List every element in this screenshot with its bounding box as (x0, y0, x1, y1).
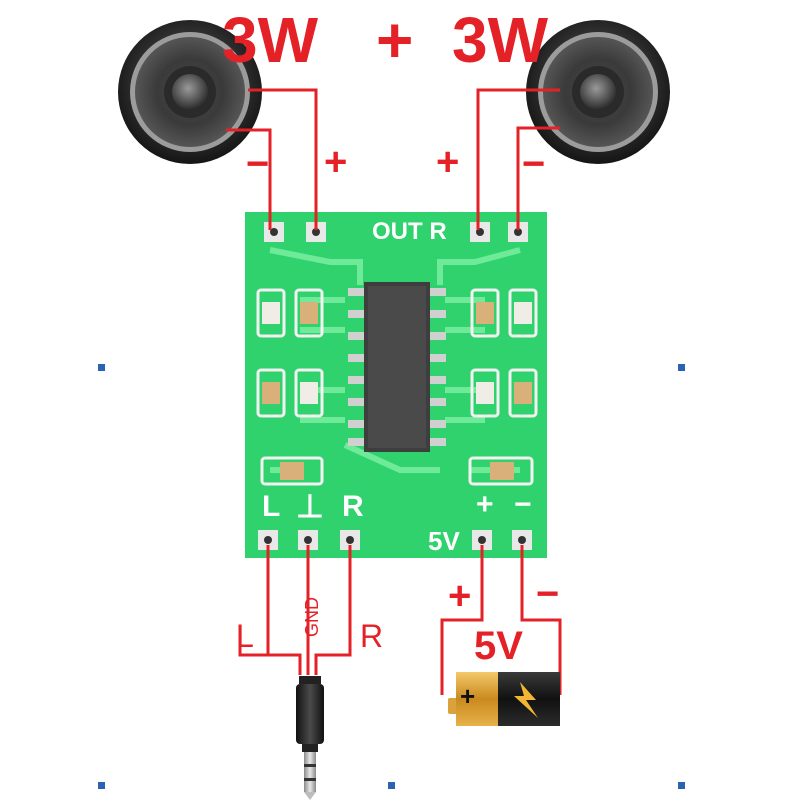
board-supply-plus-label: + (476, 488, 494, 521)
amplifier-chip-icon (348, 282, 446, 452)
audio-input-wires (238, 545, 352, 675)
speaker-right-icon (526, 20, 670, 164)
right-power-label: 3W (452, 4, 548, 76)
power-wires (440, 545, 562, 695)
smd-components-left (256, 288, 324, 486)
board-out-label: OUT R (372, 218, 447, 245)
battery-terminal-plus-label: + (460, 681, 476, 711)
battery-minus-label: − (536, 572, 560, 616)
jack-left-label: L (236, 618, 254, 654)
selection-handle-right[interactable] (678, 364, 685, 371)
smd-components-right (468, 288, 538, 486)
board-gnd-symbol: ⊥ (296, 488, 324, 524)
jack-gnd-label: GND (302, 597, 322, 637)
jack-right-label: R (360, 618, 384, 654)
board-right-input-label: R (342, 490, 364, 523)
selection-handle-bottom-right[interactable] (678, 782, 685, 789)
selection-handle-left[interactable] (98, 364, 105, 371)
battery-icon (448, 672, 560, 726)
plus-sign-label: + (376, 4, 414, 76)
right-speaker-minus-label: − (522, 142, 546, 186)
amplifier-board (245, 212, 547, 558)
battery-voltage-label: 5V (474, 624, 523, 668)
board-supply-label: 5V (428, 526, 460, 556)
speaker-wires (226, 88, 560, 230)
board-supply-minus-label: − (514, 488, 532, 521)
right-speaker-plus-label: + (436, 140, 460, 184)
speaker-left-icon (118, 20, 262, 164)
audio-jack-icon (296, 676, 324, 800)
left-power-label: 3W (222, 4, 318, 76)
left-speaker-minus-label: − (246, 142, 270, 186)
battery-plus-label: + (448, 574, 472, 618)
left-speaker-plus-label: + (324, 140, 348, 184)
selection-handle-bottom-center[interactable] (388, 782, 395, 789)
board-left-input-label: L (262, 490, 281, 523)
selection-handle-bottom-left[interactable] (98, 782, 105, 789)
